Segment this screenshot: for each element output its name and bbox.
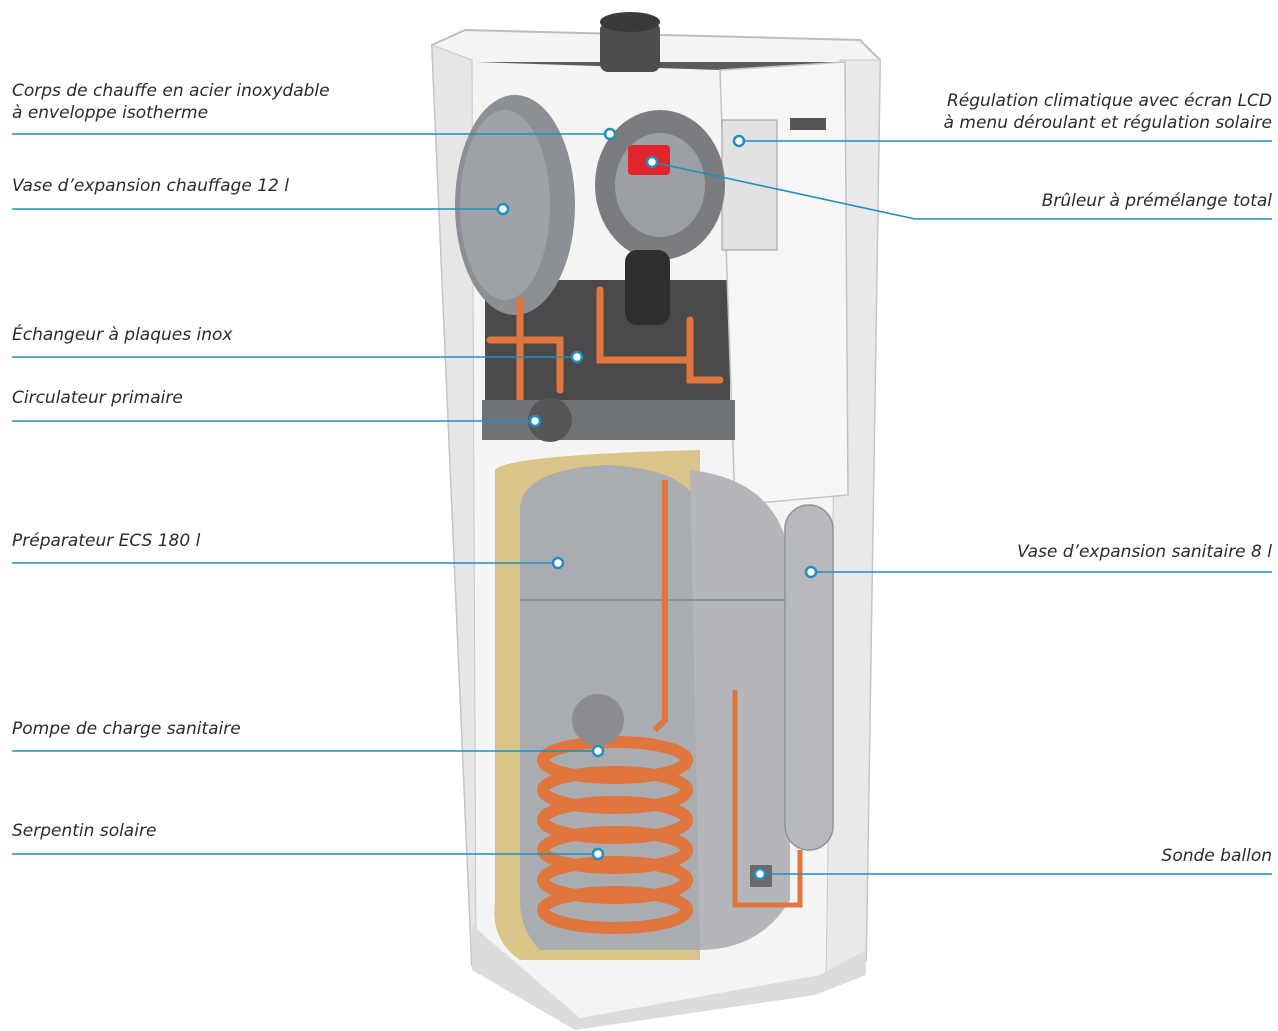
sanitary-expansion-vessel bbox=[784, 504, 834, 851]
label-echangeur: Échangeur à plaques inox bbox=[12, 324, 232, 346]
label-serpentin: Serpentin solaire bbox=[12, 820, 156, 842]
label-line: Échangeur à plaques inox bbox=[12, 325, 233, 345]
right-copper-pipe bbox=[732, 690, 803, 908]
label-corps-de-chauffe: Corps de chauffe en acier inoxydable à e… bbox=[12, 80, 330, 124]
label-line: Serpentin solaire bbox=[12, 821, 157, 841]
label-line: Corps de chauffe en acier inoxydable bbox=[12, 81, 330, 101]
control-panel-housing bbox=[719, 61, 849, 506]
label-regulation: Régulation climatique avec écran LCD à m… bbox=[944, 90, 1272, 134]
leader-vase-chauffage-dot bbox=[496, 202, 510, 216]
leader-regulation-dot bbox=[732, 134, 746, 148]
tank-riser-pipe bbox=[652, 480, 668, 733]
label-line: Circulateur primaire bbox=[12, 388, 183, 408]
label-line: Sonde ballon bbox=[1161, 846, 1272, 866]
leader-pompe-charge-dot bbox=[591, 744, 605, 758]
label-line: à menu déroulant et régulation solaire bbox=[943, 113, 1272, 133]
leader-serpentin-dot bbox=[591, 847, 605, 861]
label-line: Régulation climatique avec écran LCD bbox=[946, 91, 1272, 111]
leader-lines bbox=[12, 127, 1272, 881]
leader-preparateur-dot bbox=[551, 556, 565, 570]
label-line: Vase d’expansion chauffage 12 l bbox=[12, 176, 289, 196]
label-line: Vase d’expansion sanitaire 8 l bbox=[1017, 542, 1272, 562]
label-sonde: Sonde ballon bbox=[1162, 845, 1272, 867]
label-preparateur: Préparateur ECS 180 l bbox=[12, 530, 200, 552]
leader-corps-de-chauffe-dot bbox=[603, 127, 617, 141]
label-bruleur: Brûleur à prémélange total bbox=[1042, 190, 1272, 212]
label-vase-sanitaire: Vase d’expansion sanitaire 8 l bbox=[1017, 541, 1272, 563]
leader-echangeur-dot bbox=[570, 350, 584, 364]
solar-coil bbox=[537, 736, 693, 934]
dhw-charge-pump bbox=[572, 694, 624, 746]
label-line: Préparateur ECS 180 l bbox=[12, 531, 201, 551]
leader-bruleur bbox=[651, 161, 1272, 220]
leader-sonde-dot bbox=[753, 867, 767, 881]
label-vase-chauffage: Vase d’expansion chauffage 12 l bbox=[12, 175, 289, 197]
upper-copper-pipes bbox=[486, 286, 724, 404]
primary-circulator bbox=[528, 398, 572, 442]
label-circulateur: Circulateur primaire bbox=[12, 387, 183, 409]
heating-expansion-vessel bbox=[455, 95, 575, 315]
leader-bruleur-dot bbox=[645, 155, 659, 169]
label-line: à enveloppe isotherme bbox=[12, 103, 209, 123]
dhw-tank bbox=[520, 465, 790, 950]
flue-outlet bbox=[600, 12, 660, 72]
shelf bbox=[482, 400, 735, 440]
label-line: Brûleur à prémélange total bbox=[1041, 191, 1272, 211]
label-pompe-charge: Pompe de charge sanitaire bbox=[12, 718, 241, 740]
label-line: Pompe de charge sanitaire bbox=[12, 719, 241, 739]
leader-circulateur-dot bbox=[528, 414, 542, 428]
leader-vase-sanitaire-dot bbox=[804, 565, 818, 579]
